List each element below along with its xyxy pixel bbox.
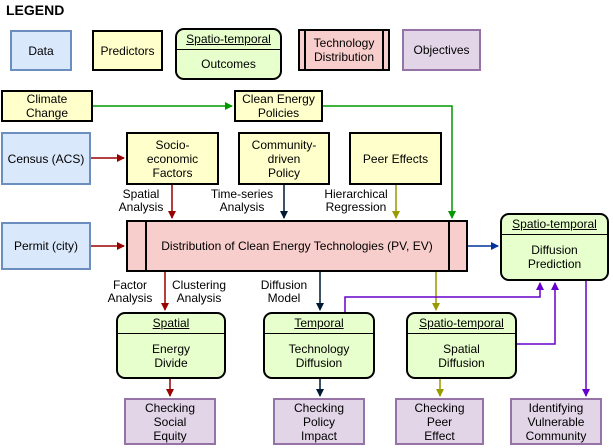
energy-divide-body: Energy Divide <box>151 341 191 370</box>
distribution-label: Distribution of Clean Energy Technologie… <box>161 239 433 253</box>
clustering-analysis-label: Clustering Analysis <box>171 278 227 305</box>
permit-node: Permit (city) <box>1 222 91 270</box>
energy-divide-node: Spatial Energy Divide <box>116 312 226 379</box>
checking-policy-impact-node: Checking Policy Impact <box>273 398 365 445</box>
socio-economic-node: Socio-economic Factors <box>126 132 219 185</box>
spatial-diffusion-body: Spatial Diffusion <box>438 341 485 370</box>
diffusion-prediction-node: Spatio-temporal Diffusion Prediction <box>500 213 609 281</box>
legend-technology: Technology Distribution <box>298 29 390 71</box>
legend-outcomes-title: Spatio-temporal <box>177 30 280 50</box>
legend-data: Data <box>10 30 72 71</box>
diffusion-prediction-body: Diffusion Prediction <box>527 243 582 271</box>
time-series-analysis-label: Time-series Analysis <box>210 187 274 214</box>
checking-peer-effect-node: Checking Peer Effect <box>395 398 484 445</box>
energy-divide-title: Spatial <box>118 314 224 334</box>
diffusion-model-label: Diffusion Model <box>260 278 308 305</box>
peer-effects-node: Peer Effects <box>349 132 442 185</box>
distribution-node: Distribution of Clean Energy Technologie… <box>126 220 468 272</box>
factor-analysis-label: Factor Analysis <box>107 278 153 305</box>
spatial-diffusion-title: Spatio-temporal <box>408 314 515 334</box>
spatial-diffusion-node: Spatio-temporal Spatial Diffusion <box>406 312 517 379</box>
clean-energy-policies-node: Clean Energy Policies <box>234 90 323 122</box>
edge-technology-diffusion-to-prediction <box>344 282 544 312</box>
community-policy-node: Community-driven Policy <box>238 132 330 185</box>
checking-social-equity-node: Checking Social Equity <box>124 398 216 445</box>
technology-diffusion-body: Technology Diffusion <box>288 341 350 370</box>
hierarchical-regression-label: Hierarchical Regression <box>324 187 388 214</box>
census-node: Census (ACS) <box>1 132 91 185</box>
legend-predictors: Predictors <box>92 30 163 71</box>
legend-title: LEGEND <box>6 2 65 18</box>
legend-outcomes: Spatio-temporal Outcomes <box>175 28 282 80</box>
edge-spatial-diffusion-to-prediction <box>517 282 559 345</box>
diffusion-prediction-title: Spatio-temporal <box>502 215 607 235</box>
technology-diffusion-node: Temporal Technology Diffusion <box>263 312 375 379</box>
legend-outcomes-body: Outcomes <box>201 57 256 71</box>
legend-technology-label: Technology Distribution <box>313 36 375 64</box>
legend-objectives: Objectives <box>402 29 481 71</box>
climate-change-node: Climate Change <box>1 90 93 122</box>
technology-diffusion-title: Temporal <box>265 314 373 334</box>
spatial-analysis-label: Spatial Analysis <box>118 187 164 214</box>
identifying-vulnerable-node: Identifying Vulnerable Community <box>510 398 602 445</box>
